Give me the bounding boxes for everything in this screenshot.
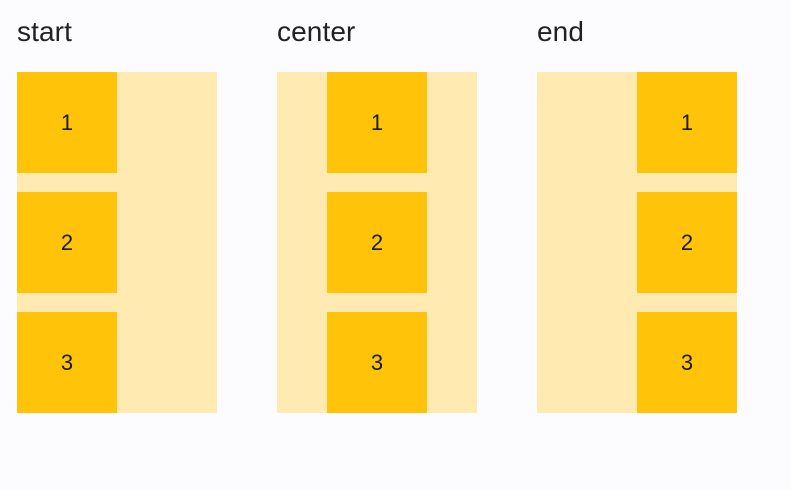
flex-item: 3 [17,312,117,413]
flex-item: 3 [327,312,427,413]
group-label-start: start [17,16,72,47]
flex-item-label: 1 [370,109,384,135]
group-label-center: center [277,16,356,47]
flex-item: 3 [637,312,737,413]
flex-item-label: 2 [60,229,74,255]
flex-item: 2 [327,192,427,293]
flex-item-label: 3 [60,349,74,375]
flex-item-label: 3 [680,349,694,375]
flex-item: 1 [637,72,737,173]
flex-item-label: 3 [370,349,384,375]
flex-container-end: 1 2 3 [537,72,737,413]
flex-item-label: 1 [60,109,74,135]
flex-container-start: 1 2 3 [17,72,217,413]
group-label-end: end [537,16,585,47]
flex-container-center: 1 2 3 [277,72,477,413]
flex-item: 1 [327,72,427,173]
flex-item-label: 1 [680,109,694,135]
flex-item-label: 2 [370,229,384,255]
flex-item-label: 2 [680,229,694,255]
flex-item: 2 [637,192,737,293]
flex-item: 2 [17,192,117,293]
flex-item: 1 [17,72,117,173]
